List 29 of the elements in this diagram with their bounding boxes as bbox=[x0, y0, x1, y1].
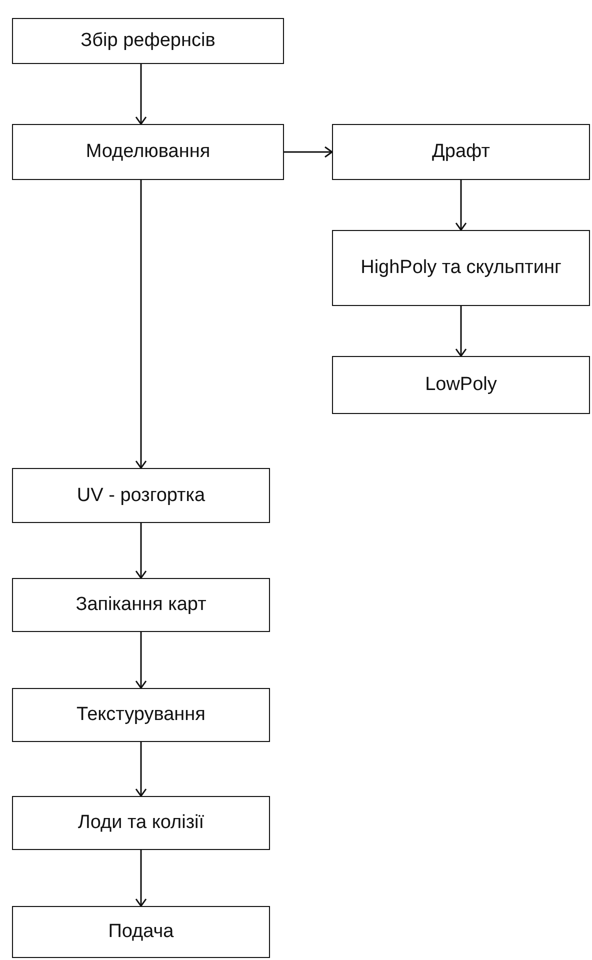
step-label: HighPoly та скульптинг bbox=[360, 256, 562, 280]
step-label: Моделювання bbox=[86, 140, 210, 164]
arrow bbox=[455, 180, 467, 231]
process-box bbox=[12, 906, 270, 958]
process-box bbox=[12, 468, 270, 523]
arrow bbox=[455, 306, 467, 357]
step-label: Збір рефернсів bbox=[80, 29, 216, 54]
process-box bbox=[12, 688, 270, 742]
process-box bbox=[12, 796, 270, 850]
arrow bbox=[135, 64, 147, 125]
arrow bbox=[135, 523, 147, 579]
process-box bbox=[332, 124, 590, 180]
arrow bbox=[135, 632, 147, 689]
process-box bbox=[332, 230, 590, 306]
arrow bbox=[135, 742, 147, 797]
step-label: Подача bbox=[108, 920, 174, 944]
step-label: Запікання карт bbox=[76, 593, 206, 618]
process-box bbox=[12, 18, 284, 64]
process-box bbox=[332, 356, 590, 414]
step-label: UV - розгортка bbox=[76, 484, 206, 508]
process-box bbox=[12, 124, 284, 180]
step-label: Текстурування bbox=[76, 703, 206, 728]
arrow bbox=[284, 146, 333, 158]
arrow bbox=[135, 850, 147, 907]
step-label: Драфт bbox=[432, 140, 490, 164]
step-label: Лоди та колізії bbox=[78, 811, 204, 836]
step-label: LowPoly bbox=[425, 373, 497, 398]
arrow bbox=[135, 180, 147, 469]
process-box bbox=[12, 578, 270, 632]
